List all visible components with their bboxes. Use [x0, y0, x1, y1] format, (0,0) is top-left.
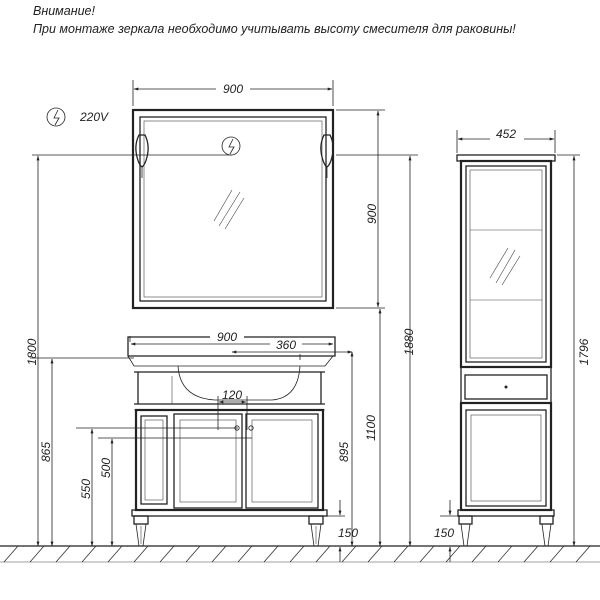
wall-sconce-right [320, 134, 334, 178]
floor-hatch-line [419, 545, 435, 563]
floor-hatch-line [575, 545, 591, 563]
column-leg-right [539, 515, 554, 547]
floor-hatch-line [445, 545, 461, 563]
floor-line [0, 545, 600, 563]
floor-hatch-line [133, 545, 149, 563]
floor-hatch-line [55, 545, 71, 563]
power-symbol: 220V [46, 107, 109, 127]
mirror-height-label: 900 [365, 204, 379, 224]
floor-hatch-line [263, 545, 279, 563]
overall-height-left-label: 1800 [25, 338, 39, 365]
leg-height-label: 150 [338, 526, 358, 540]
leg-left [133, 515, 149, 547]
floor-hatch-line [523, 545, 539, 563]
floor-hatch-line [159, 545, 175, 563]
mirror-width-label: 900 [223, 82, 243, 96]
floor-hatch-line [393, 545, 409, 563]
electric-socket-icon [46, 107, 66, 127]
cabinet-width-label: 900 [217, 330, 237, 344]
floor-hatch-line [237, 545, 253, 563]
column-leg-left [458, 515, 473, 547]
door-left [173, 413, 243, 509]
drain-width-label: 120 [222, 388, 242, 402]
floor-hatch-line [3, 545, 19, 563]
warning-text: При монтаже зеркала необходимо учитывать… [33, 22, 516, 36]
column-width-label: 452 [496, 127, 516, 141]
warning-title: Внимание! [33, 4, 95, 18]
leg-right [308, 515, 324, 547]
floor-hatch-line [367, 545, 383, 563]
floor-hatch-line [211, 545, 227, 563]
floor-hatch-line [315, 545, 331, 563]
door-knob-right [248, 425, 254, 431]
floor-hatch-line [81, 545, 97, 563]
mirror-glare [213, 189, 233, 222]
column-height-label: 1796 [577, 338, 591, 365]
overall-height-right-label: 1880 [402, 328, 416, 355]
wall-sconce-left [135, 134, 149, 178]
vanity-cabinet [127, 336, 336, 547]
floor-hatch-line [289, 545, 305, 563]
floor-hatch-line [341, 545, 357, 563]
floor-hatch-line [471, 545, 487, 563]
floor-hatching [3, 545, 591, 563]
column-glass-door [465, 165, 547, 363]
mirror-bottom-height-label: 1100 [364, 415, 378, 441]
column-lower-door [465, 409, 547, 507]
floor-hatch-line [497, 545, 513, 563]
countertop [127, 336, 336, 357]
floor-hatch-line [107, 545, 123, 563]
column-drawer [464, 374, 548, 400]
basin-bowl [177, 365, 301, 401]
column-leg-height-label: 150 [434, 526, 454, 540]
drawer-knob [504, 385, 508, 389]
voltage-label: 220V [79, 110, 109, 124]
mirror [131, 108, 335, 310]
side-panel [140, 415, 168, 505]
floor-hatch-line [29, 545, 45, 563]
floor-hatch-line [549, 545, 565, 563]
countertop-height-label: 895 [337, 442, 351, 462]
pipe-height-500-label: 500 [99, 458, 113, 478]
door-right [245, 413, 319, 509]
cabinet-height-label: 865 [39, 442, 53, 462]
basin-depth-label: 360 [276, 338, 296, 352]
floor-hatch-line [185, 545, 201, 563]
pipe-height-550-label: 550 [79, 479, 93, 499]
tall-column [456, 154, 556, 547]
